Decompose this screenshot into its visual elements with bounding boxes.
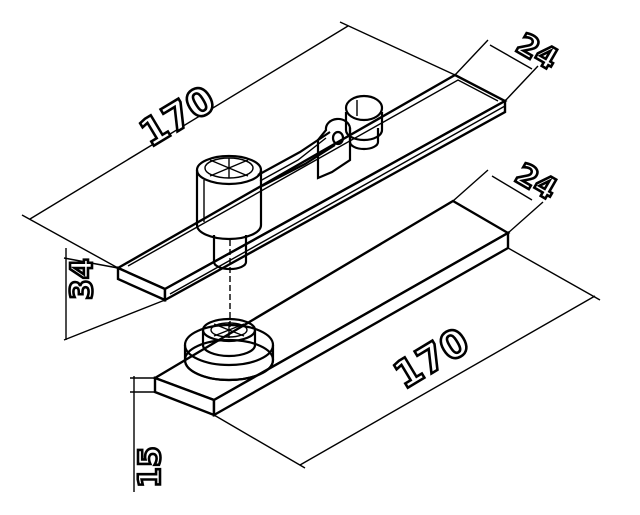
top-width-label: 24 [510,27,564,78]
bottom-height-label: 15 [133,446,168,488]
spring-arm [257,117,352,187]
bottom-width-label: 24 [509,157,563,208]
top-length-label: 170 [132,77,223,156]
adjustment-knob [344,94,384,151]
pivot-housing [195,154,263,271]
bottom-bearing [183,317,275,382]
bottom-length-label: 170 [386,319,477,398]
top-height-label: 34 [65,258,100,300]
dimension-lines [21,21,601,492]
